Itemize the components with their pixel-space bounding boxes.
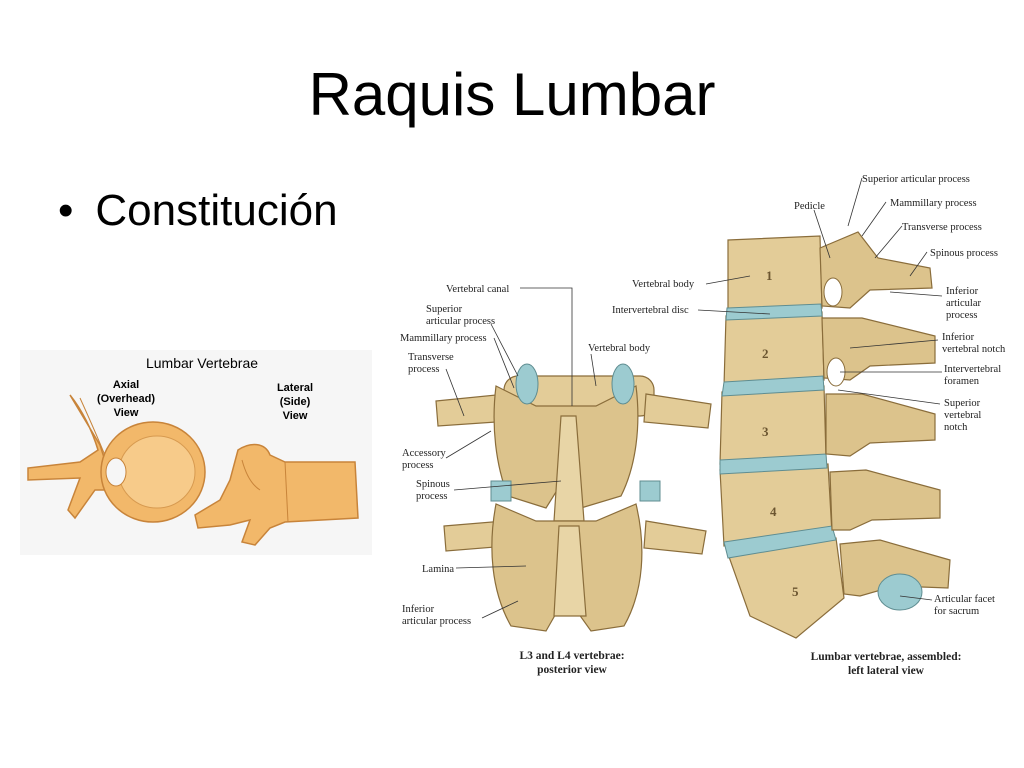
label-transverse-2: process (408, 364, 440, 375)
label-accessory-2: process (402, 460, 434, 471)
label-spinous-2: process (416, 491, 448, 502)
posterior-leader-lines (445, 287, 597, 619)
vertebra-number-3: 3 (762, 424, 769, 439)
lateral-spine-drawing (719, 231, 951, 639)
label-superior-articular-2: articular process (426, 316, 495, 327)
label-superior-articular-1: Superior (426, 304, 463, 315)
label-inferior-articular-1: Inferior (946, 286, 979, 297)
vertebra-number-2: 2 (762, 346, 769, 361)
label-inferior-notch-1: Inferior (942, 332, 975, 343)
label-spinous-1: Spinous (416, 479, 450, 490)
bullet-text: Constitución (95, 186, 338, 235)
bullet-item: • Constitución (58, 186, 338, 236)
lateral-caption-2: left lateral view (848, 665, 925, 677)
label-transverse-process: Transverse process (902, 222, 982, 233)
vertebra-numbers: 1 2 3 4 5 (762, 268, 799, 599)
label-inferior-articular-2: articular (946, 298, 981, 309)
lumbar-vertebrae-figure: Lumbar Vertebrae Axial (Overhead) View L… (20, 350, 372, 555)
lateral-label-3: View (283, 410, 308, 422)
vertebra-number-1: 1 (766, 268, 773, 283)
posterior-labels: Vertebral canal Superior articular proce… (400, 284, 651, 627)
lateral-label-1: Lateral (277, 382, 313, 394)
label-inferior-2: articular process (402, 616, 471, 627)
label-inferior-notch-2: vertebral notch (942, 344, 1006, 355)
lateral-label-2: (Side) (280, 396, 311, 408)
vertebra-number-4: 4 (770, 504, 777, 519)
slide-title: Raquis Lumbar (308, 61, 716, 128)
axial-label-3: View (114, 407, 139, 419)
label-vertebral-canal: Vertebral canal (446, 284, 509, 295)
label-mammillary: Mammillary process (400, 333, 487, 344)
label-transverse-1: Transverse (408, 352, 454, 363)
posterior-caption-1: L3 and L4 vertebrae: (519, 650, 624, 662)
posterior-vertebrae-drawing (435, 363, 712, 632)
axial-label-2: (Overhead) (97, 393, 155, 405)
label-lamina: Lamina (422, 564, 454, 575)
lateral-leader-lines (697, 177, 943, 601)
label-foramen-2: foramen (944, 376, 980, 387)
label-facet-2: for sacrum (934, 606, 979, 617)
axial-vertebra-drawing (27, 394, 206, 523)
vertebra-number-5: 5 (792, 584, 799, 599)
lateral-vertebra-drawing (194, 443, 359, 546)
lateral-view-figure: 1 2 3 4 5 Superior articular process Ped… (612, 174, 1006, 677)
label-superior-notch-3: notch (944, 422, 968, 433)
label-accessory-1: Accessory (402, 448, 446, 459)
axial-label-1: Axial (113, 379, 139, 391)
label-mammillary-process: Mammillary process (890, 198, 977, 209)
label-superior-notch-2: vertebral (944, 410, 981, 421)
label-facet-1: Articular facet (934, 594, 995, 605)
lumbar-heading: Lumbar Vertebrae (146, 355, 258, 371)
posterior-view-figure: Vertebral canal Superior articular proce… (400, 284, 712, 676)
label-superior-notch-1: Superior (944, 398, 981, 409)
label-vertebral-body-right: Vertebral body (632, 279, 695, 290)
label-inferior-articular-3: process (946, 310, 978, 321)
label-inferior-1: Inferior (402, 604, 435, 615)
bullet-marker: • (58, 186, 74, 235)
lateral-caption-1: Lumbar vertebrae, assembled: (811, 651, 962, 663)
label-superior-articular-process: Superior articular process (862, 174, 970, 185)
label-spinous-process: Spinous process (930, 248, 998, 259)
posterior-caption-2: posterior view (537, 664, 607, 676)
label-pedicle: Pedicle (794, 201, 825, 212)
label-vertebral-body: Vertebral body (588, 343, 651, 354)
lateral-labels: Superior articular process Pedicle Mammi… (612, 174, 1006, 617)
label-foramen-1: Intervertebral (944, 364, 1001, 375)
label-intervertebral-disc: Intervertebral disc (612, 305, 689, 316)
